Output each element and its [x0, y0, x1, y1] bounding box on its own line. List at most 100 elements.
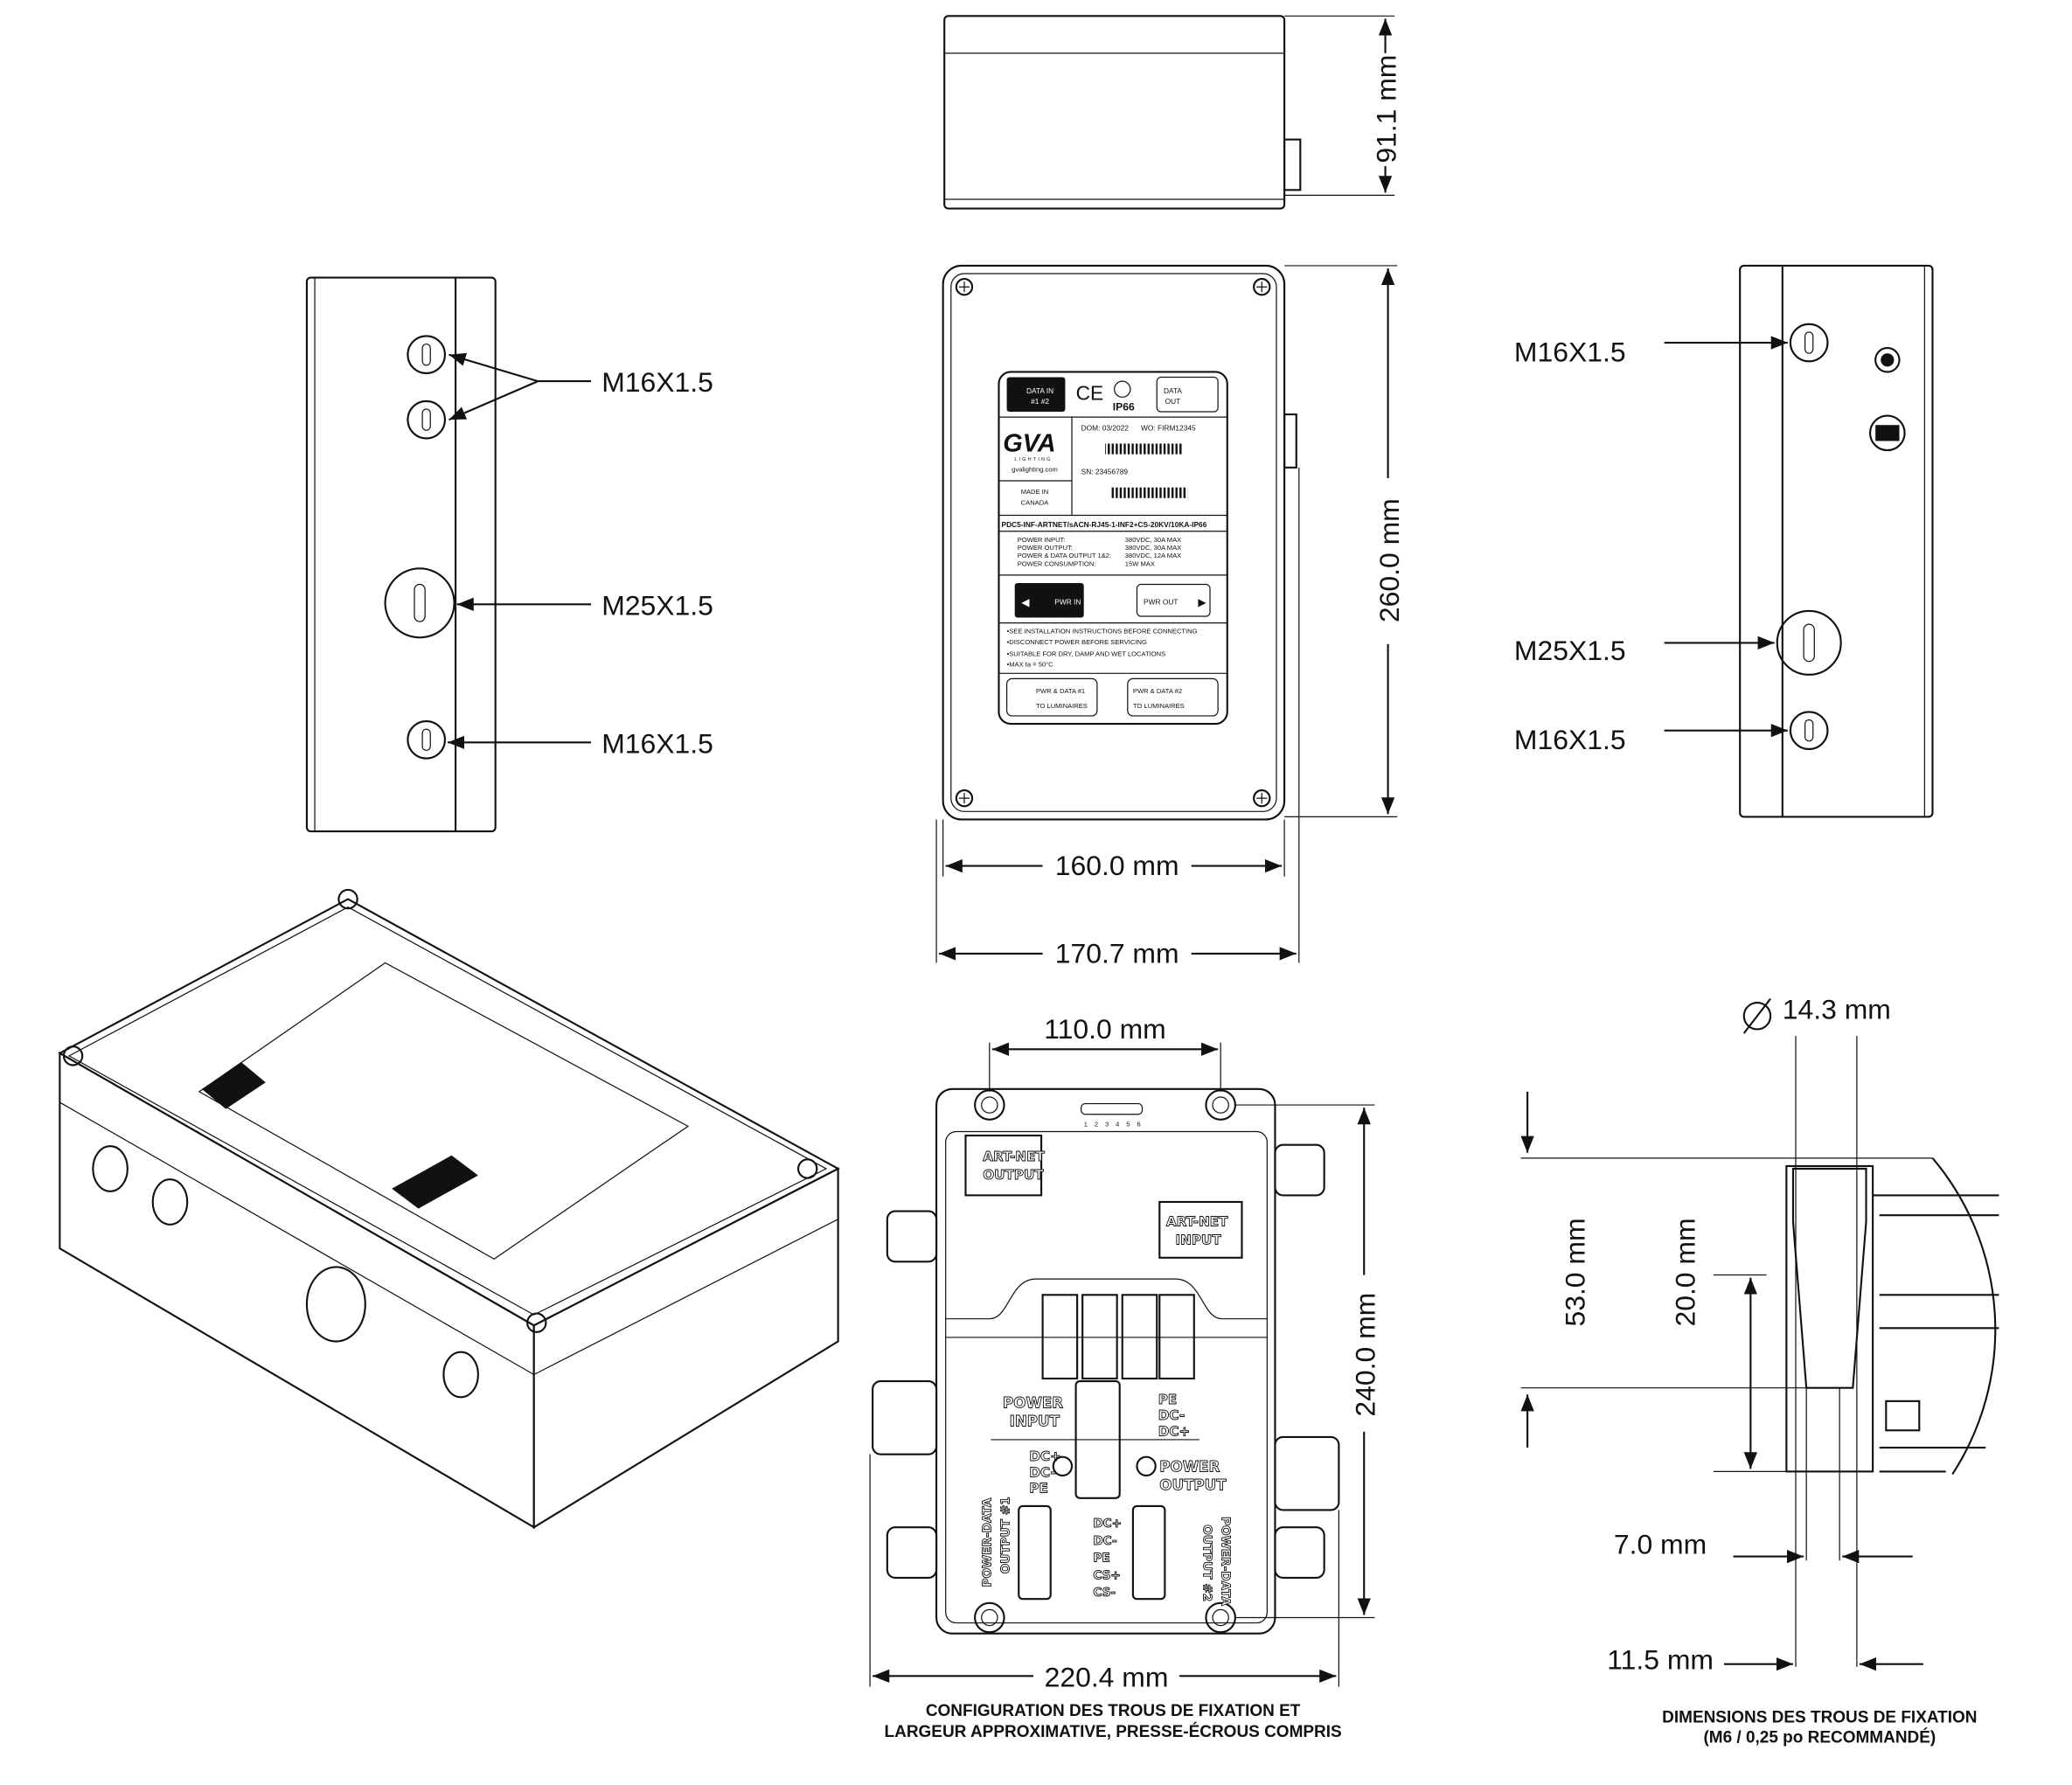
dim-depth-53: 53.0 mm — [1559, 1218, 1590, 1326]
gland-hole — [384, 567, 455, 639]
spec-value: 380VDC, 30A MAX — [1125, 544, 1181, 552]
data-out-label-2: OUT — [1165, 397, 1181, 406]
artnet-output-label: ART-NET — [983, 1149, 1045, 1164]
pd-output2-label: POWER-DATA — [1219, 1517, 1233, 1606]
power-output-label-2: OUTPUT — [1159, 1476, 1227, 1494]
gland-hole — [92, 1145, 479, 1399]
data-out-label: DATA — [1164, 386, 1182, 395]
power-input-label: POWER — [1003, 1393, 1063, 1411]
note: •SUITABLE FOR DRY, DAMP AND WET LOCATION… — [1007, 650, 1166, 658]
caption-mounting-2: LARGEUR APPROXIMATIVE, PRESSE-ÉCROUS COM… — [885, 1722, 1342, 1741]
made-in-country: CANADA — [1021, 498, 1050, 506]
pin-label: CS- — [1093, 1586, 1116, 1600]
dip-number: 1 — [1084, 1120, 1088, 1128]
pin-label: PE — [1158, 1392, 1178, 1407]
interior-view: 1 2 3 4 5 6 ART-NET OUTPUT ART-NET INPUT… — [869, 1013, 1386, 1741]
dim-hole-spacing-x: 110.0 mm — [1044, 1013, 1165, 1045]
screw-icon — [955, 788, 974, 808]
power-output-label: POWER — [1159, 1457, 1220, 1475]
cable-gland — [872, 1143, 1340, 1579]
mounting-hole — [974, 1601, 1005, 1634]
made-in: MADE IN — [1021, 488, 1049, 496]
gland-label: M25X1.5 — [601, 589, 713, 621]
pin-label: DC+ — [1093, 1517, 1122, 1531]
note: •DISCONNECT POWER BEFORE SERVICING — [1007, 638, 1147, 646]
spec-value: 380VDC, 30A MAX — [1125, 536, 1181, 544]
pin-label: DC+ — [1029, 1448, 1060, 1464]
spec-key: POWER OUTPUT: — [1018, 544, 1073, 552]
gland-label: M25X1.5 — [1514, 635, 1626, 666]
barcode — [1110, 487, 1188, 498]
logo-subtitle: LIGHTING — [1014, 457, 1052, 462]
ip-rating: IP66 — [1113, 401, 1135, 413]
ethernet-port-icon — [1869, 414, 1906, 452]
pin-label: PE — [1093, 1552, 1109, 1566]
output1-label: PWR & DATA #1 — [1036, 687, 1085, 695]
arrow-right-icon: ▶ — [1198, 596, 1206, 608]
arrow-left-icon: ◀ — [1021, 596, 1030, 608]
dim-width-7: 7.0 mm — [1614, 1529, 1707, 1560]
surge-module — [1041, 1294, 1195, 1380]
power-input-label-2: INPUT — [1010, 1413, 1060, 1430]
pwr-out-label: PWR OUT — [1144, 597, 1178, 606]
isometric-view — [58, 888, 840, 1530]
dip-switch: 1 2 3 4 5 6 — [1081, 1102, 1144, 1128]
screw-icon — [1253, 278, 1271, 296]
work-order: WO: FIRM12345 — [1141, 423, 1196, 432]
gland-hole — [1789, 711, 1829, 750]
data-in-ports: #1 #2 — [1031, 397, 1049, 406]
hole-detail-view: 14.3 mm 53.0 mm 20.0 mm 7.0 mm 11.5 mm D… — [1520, 993, 1999, 1747]
ce-mark: CE — [1076, 381, 1104, 404]
gland-hole — [407, 719, 447, 760]
dip-number: 5 — [1126, 1120, 1130, 1128]
caption-holes-2: (M6 / 0,25 po RECOMMANDÉ) — [1703, 1727, 1936, 1747]
pd-output1-label-2: OUTPUT #1 — [999, 1497, 1013, 1573]
dim-width: 160.0 mm — [1055, 850, 1179, 881]
gland-label: M16X1.5 — [1514, 724, 1626, 755]
artnet-input-label: ART-NET — [1166, 1213, 1228, 1229]
gland-label: M16X1.5 — [601, 366, 713, 398]
dim-total-with-glands: 220.4 mm — [1045, 1662, 1169, 1693]
mounting-hole — [1205, 1089, 1236, 1121]
dim-hole-spacing-y: 240.0 mm — [1349, 1293, 1380, 1417]
diameter-icon — [1742, 997, 1772, 1034]
spec-key: POWER INPUT: — [1018, 536, 1066, 544]
website: gvalighting.com — [1012, 465, 1058, 473]
artnet-output-label-2: OUTPUT — [983, 1167, 1044, 1183]
gland-label: M16X1.5 — [1514, 336, 1626, 367]
screw-icon — [62, 888, 818, 1333]
dip-number: 3 — [1105, 1120, 1109, 1128]
dim-hole-diameter: 14.3 mm — [1783, 993, 1891, 1024]
pin-label: DC+ — [1158, 1423, 1190, 1439]
gva-logo: GVA — [1003, 430, 1055, 458]
barcode — [1105, 443, 1183, 455]
spec-key: POWER & DATA OUTPUT 1&2: — [1018, 552, 1111, 559]
dim-depth-20: 20.0 mm — [1670, 1218, 1701, 1326]
caption-mounting-1: CONFIGURATION DES TROUS DE FIXATION ET — [926, 1702, 1301, 1720]
dim-length: 260.0 mm — [1373, 498, 1405, 622]
nameplate: DATA IN #1 #2 CE IP66 DATA OUT GVA LIGHT… — [998, 371, 1228, 726]
pin-label: CS+ — [1093, 1568, 1121, 1582]
artnet-input-label-2: INPUT — [1176, 1233, 1222, 1248]
nameplate-iso — [198, 962, 690, 1261]
side-view-left: M16X1.5 M25X1.5 M16X1.5 — [305, 276, 713, 833]
dip-number: 2 — [1095, 1120, 1098, 1128]
date-of-manufacture: DOM: 03/2022 — [1081, 423, 1130, 432]
note: •MAX ta = 50°C — [1007, 661, 1054, 669]
spec-value: 380VDC, 12A MAX — [1125, 552, 1181, 559]
spec-key: POWER CONSUMPTION: — [1018, 559, 1096, 567]
mounting-hole — [1205, 1601, 1236, 1634]
spec-value: 15W MAX — [1125, 559, 1155, 567]
caption-holes-1: DIMENSIONS DES TROUS DE FIXATION — [1662, 1709, 1977, 1727]
gland-label: M16X1.5 — [601, 727, 713, 759]
pwr-in-label: PWR IN — [1054, 597, 1081, 606]
top-view: DATA IN #1 #2 CE IP66 DATA OUT GVA LIGHT… — [935, 264, 1408, 970]
screw-icon — [955, 278, 974, 296]
gland-hole — [407, 399, 447, 440]
output1-sub: TO LUMINAIRES — [1036, 702, 1088, 710]
pd-output1-label: POWER-DATA — [980, 1497, 994, 1587]
note: •SEE INSTALLATION INSTRUCTIONS BEFORE CO… — [1007, 628, 1198, 636]
data-in-label: DATA IN — [1026, 386, 1053, 395]
pin-label: DC- — [1093, 1534, 1116, 1548]
